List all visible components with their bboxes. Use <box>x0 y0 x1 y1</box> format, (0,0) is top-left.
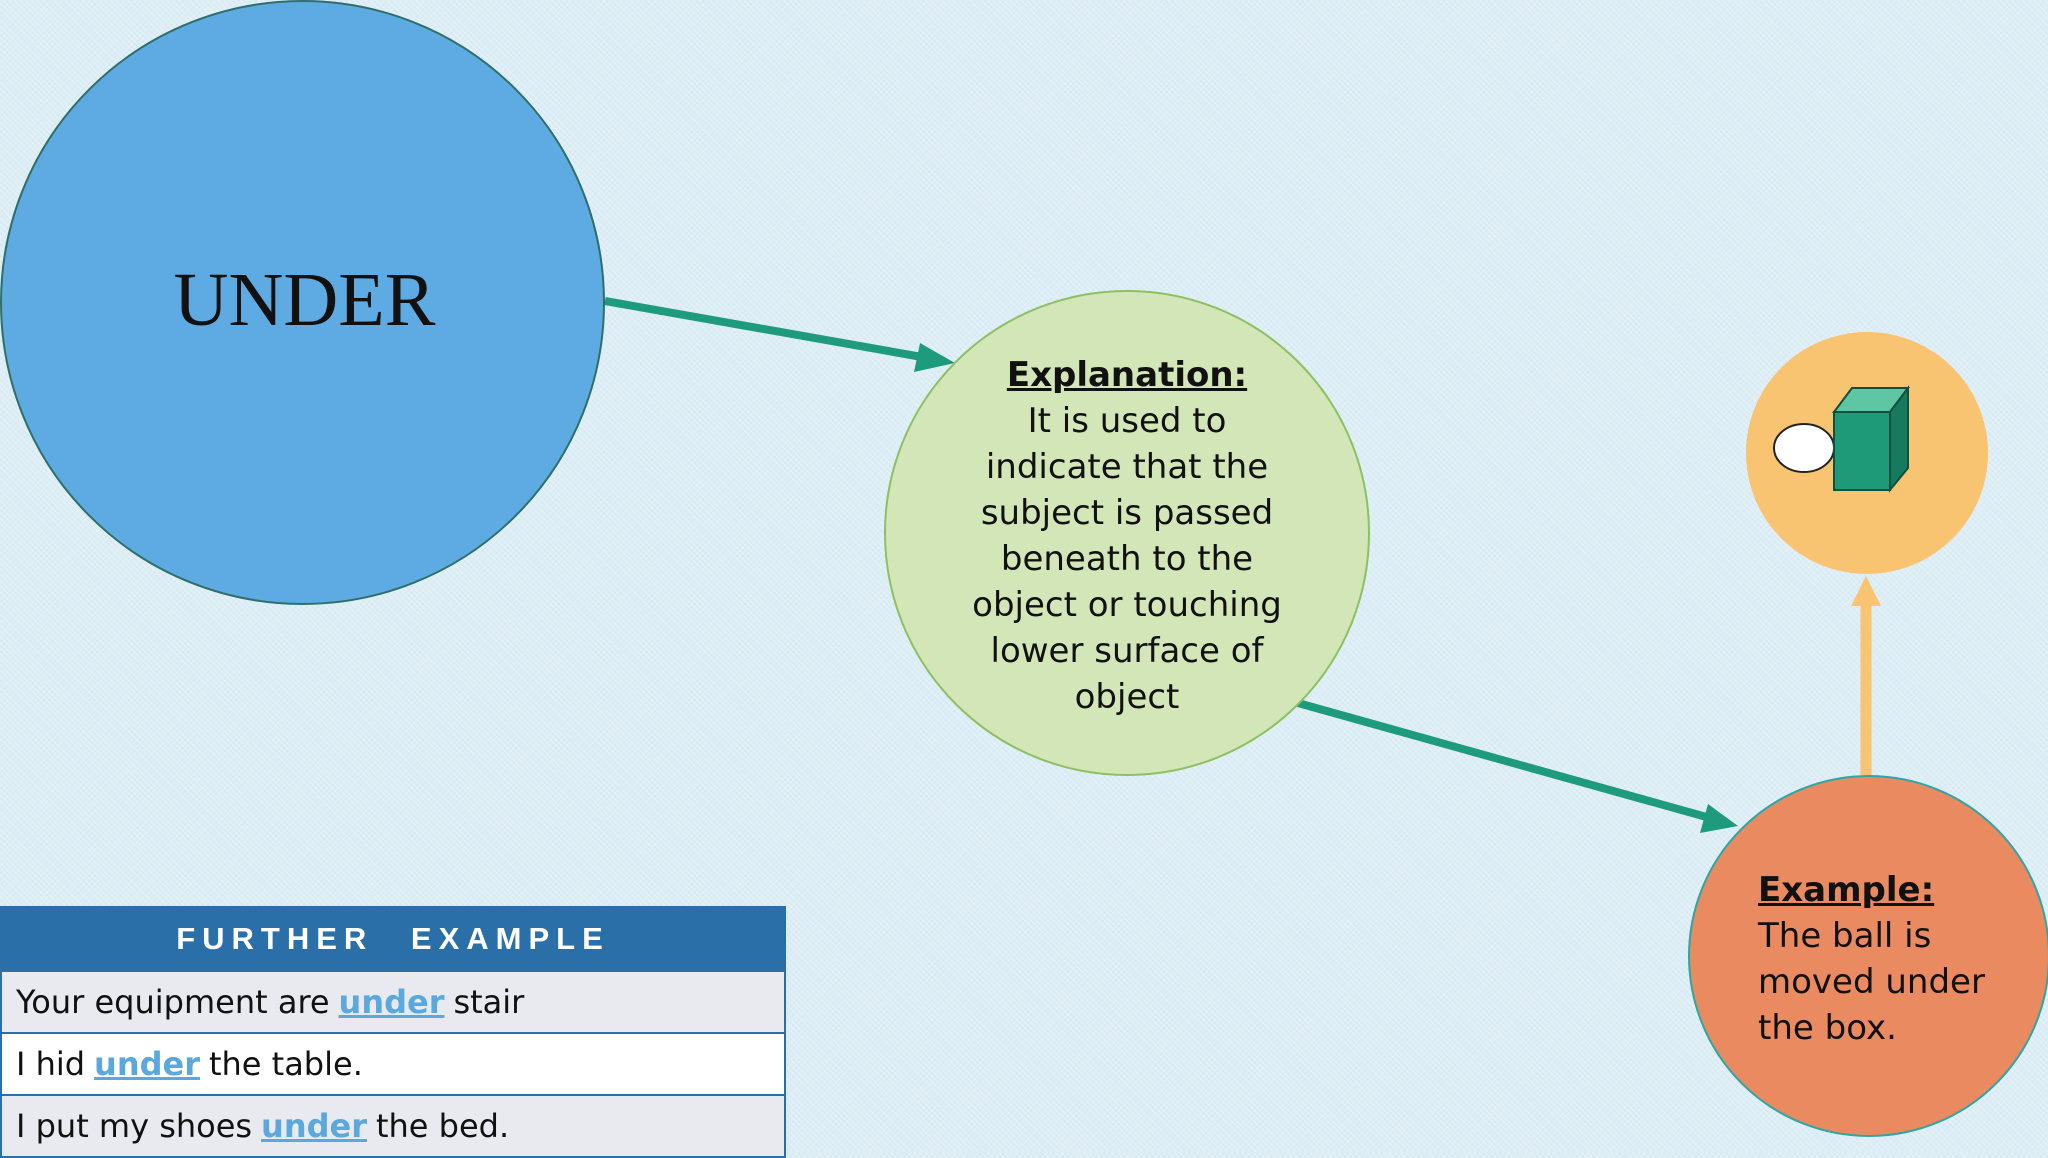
box-icon <box>1832 385 1910 493</box>
sentence-end: stair <box>453 983 525 1021</box>
explanation-text: It is used to indicate that the subject … <box>972 401 1282 717</box>
explanation-bubble: Explanation: It is used to indicate that… <box>884 290 1370 776</box>
under-circle: UNDER <box>0 0 605 605</box>
picture-bubble <box>1746 332 1988 574</box>
sentence-start: Your equipment are <box>16 983 330 1021</box>
keyword-under: under <box>338 983 445 1021</box>
keyword-under: under <box>261 1107 367 1145</box>
arrow-example-to-picture <box>1851 576 1881 775</box>
ball-and-box-illustration <box>1773 385 1910 493</box>
arrow-explanation-to-example <box>1296 699 1738 833</box>
under-title: UNDER <box>173 258 436 342</box>
sentence-start: I put my shoes <box>16 1107 253 1145</box>
sentence-end: the table. <box>208 1045 363 1083</box>
table-row: I put my shoes under the bed. <box>2 1094 784 1156</box>
arrow-under-to-explanation <box>604 297 955 372</box>
table-row: I hid under the table. <box>2 1032 784 1094</box>
ball-icon <box>1773 423 1835 473</box>
keyword-under: under <box>94 1045 200 1083</box>
sentence-start: I hid <box>16 1045 86 1083</box>
sentence-end: the bed. <box>375 1107 510 1145</box>
table-row: Your equipment are under stair <box>2 970 784 1032</box>
example-bubble: Example: The ball is moved under the box… <box>1688 775 2048 1137</box>
example-text: The ball is moved under the box. <box>1758 916 1985 1048</box>
explanation-heading: Explanation: <box>1006 355 1248 395</box>
example-heading: Example: <box>1758 870 1935 910</box>
table-header: FURTHER EXAMPLE <box>2 908 784 970</box>
further-example-table: FURTHER EXAMPLE Your equipment are under… <box>0 906 786 1158</box>
